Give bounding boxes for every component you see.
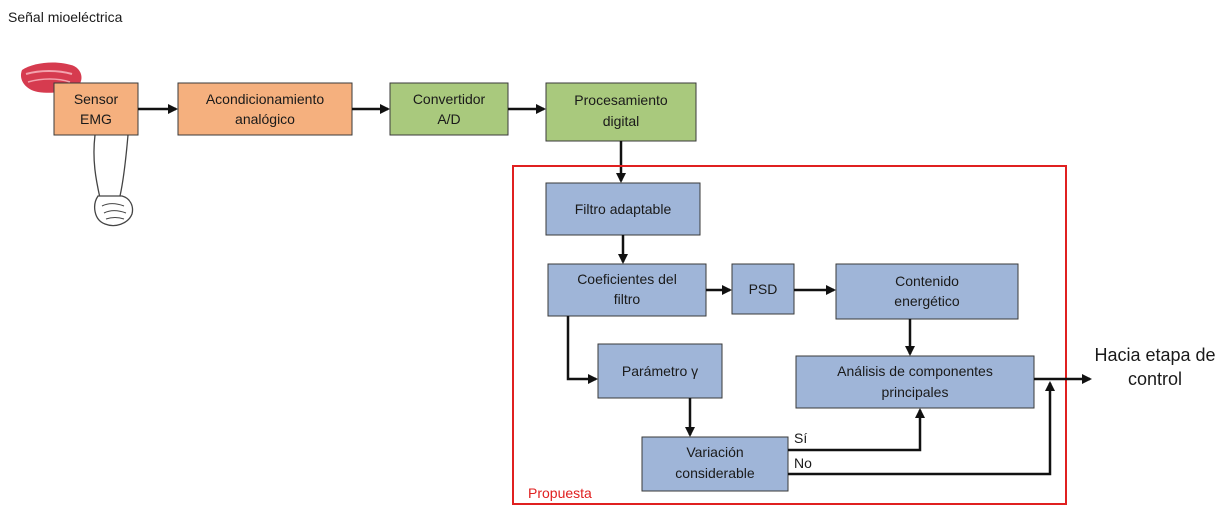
arrow-coefficients-to-gamma [566,316,598,384]
energy-content-label-line1: Contenido [895,273,959,289]
proposal-frame [512,165,1067,505]
adaptive-filter-block: Filtro adaptable [545,182,701,236]
output-label-line1: Hacia etapa de [1094,345,1215,365]
pca-label-line1: Análisis de componentes [837,363,993,379]
variation-label-line2: considerable [675,465,755,481]
analog-conditioning-block: Acondicionamiento analógico [177,82,353,136]
diagram-title: Señal mioeléctrica [8,9,123,25]
adaptive-filter-label: Filtro adaptable [575,201,672,217]
variation-label-line1: Variación [686,444,743,460]
energy-content-block: Contenido energético [835,263,1019,320]
digital-processing-block: Procesamiento digital [545,82,697,142]
sensor-emg-label-line2: EMG [80,111,112,127]
digital-processing-label-line1: Procesamiento [574,92,668,108]
analog-conditioning-label-line1: Acondicionamiento [206,91,325,107]
filter-coefficients-block: Coeficientes del filtro [547,263,707,317]
output-label-line2: control [1128,369,1182,389]
branch-yes-label: Sí [794,430,807,446]
gamma-parameter-block: Parámetro γ [597,343,723,399]
pca-label-line2: principales [882,384,949,400]
branch-no-label: No [794,455,812,471]
psd-label: PSD [749,281,778,297]
ad-converter-label-line2: A/D [437,111,460,127]
ad-converter-label-line1: Convertidor [413,91,486,107]
pca-block: Análisis de componentes principales [795,355,1035,409]
filter-coefficients-label-line2: filtro [614,291,641,307]
filter-coefficients-label-line1: Coeficientes del [577,271,677,287]
arrow-yes-to-pca [788,408,925,452]
digital-processing-label-line2: digital [603,113,640,129]
psd-block: PSD [731,263,795,315]
arrow-no-to-output [788,381,1055,476]
sensor-emg-label-line1: Sensor [74,91,119,107]
ad-converter-block: Convertidor A/D [389,82,509,136]
analog-conditioning-label-line2: analógico [235,111,295,127]
proposal-label: Propuesta [528,485,592,501]
sensor-emg-block: Sensor EMG [53,82,139,136]
gamma-parameter-label: Parámetro γ [622,363,698,379]
energy-content-label-line2: energético [894,293,960,309]
variation-decision-block: Variación considerable [641,436,789,492]
